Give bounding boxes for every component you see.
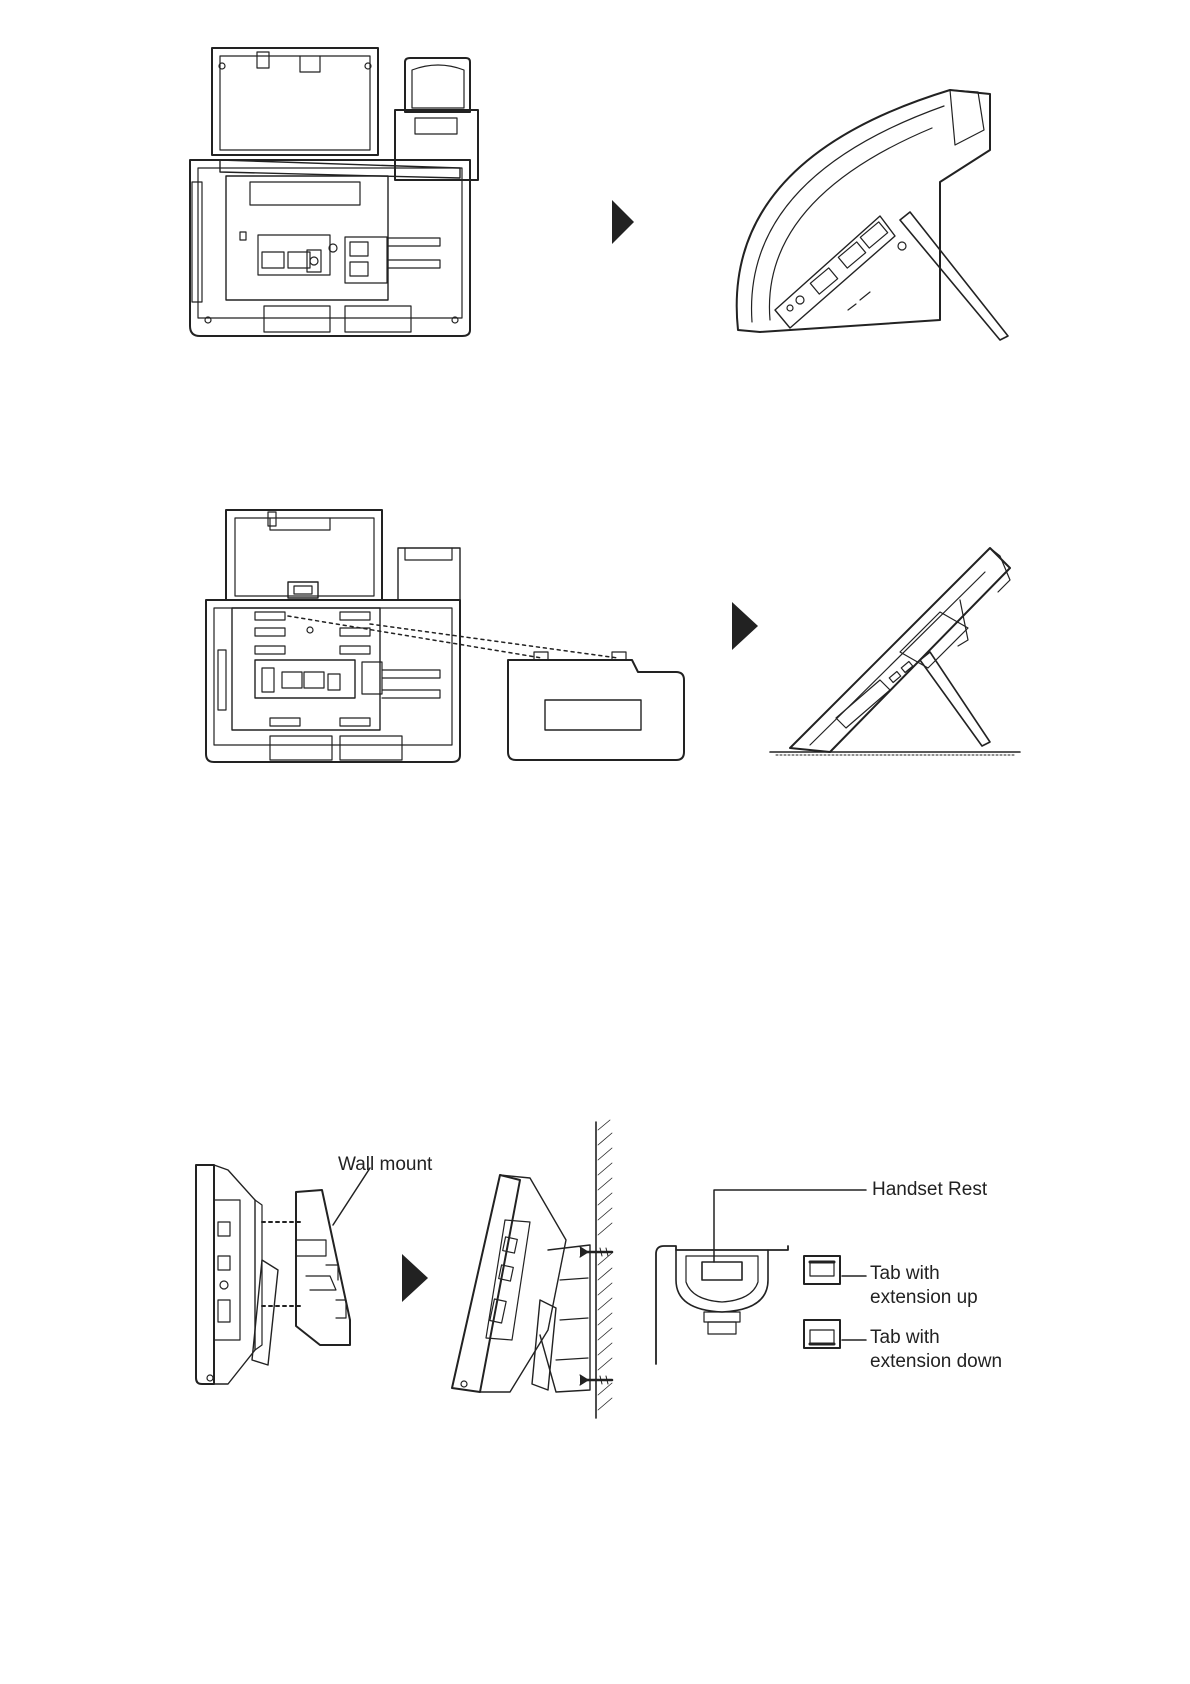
wall bbox=[596, 1120, 612, 1418]
handset-rest-detail bbox=[656, 1246, 788, 1364]
handset-rest-pointer-line bbox=[714, 1190, 866, 1262]
phone-mounted-on-wall bbox=[452, 1175, 590, 1392]
arrow-icon-1 bbox=[612, 200, 634, 244]
tab-extension-down-icon bbox=[804, 1320, 840, 1348]
alignment-dotted-lines bbox=[288, 616, 618, 658]
phone-side-view-stand-1 bbox=[737, 90, 1008, 340]
phone-back-view-base bbox=[206, 510, 460, 762]
wall-mount-bracket bbox=[296, 1190, 350, 1345]
handset-rest-label: Handset Rest bbox=[872, 1178, 987, 1202]
phone-side-view-base bbox=[770, 548, 1020, 755]
tab-extension-up-icon bbox=[804, 1256, 840, 1284]
arrow-icon-2 bbox=[732, 602, 758, 650]
tab-extension-down-label: Tab with extension down bbox=[870, 1326, 1002, 1374]
phone-side-wall-mount-left bbox=[196, 1165, 278, 1384]
phone-back-view-stand-1 bbox=[190, 48, 478, 336]
phone-base bbox=[508, 652, 684, 760]
tab-extension-up-label: Tab with extension up bbox=[870, 1262, 978, 1310]
arrow-icon-3 bbox=[402, 1254, 428, 1302]
wall-mount-label: Wall mount bbox=[338, 1153, 432, 1177]
